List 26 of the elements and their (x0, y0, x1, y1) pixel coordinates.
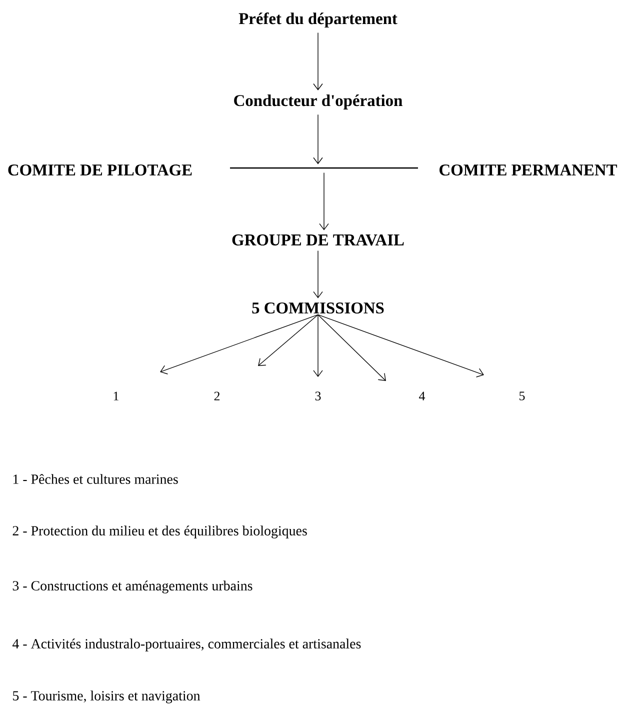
arrow (319, 172, 329, 230)
number-label: 1 (114, 392, 118, 400)
arrow (258, 314, 318, 366)
arrow (313, 250, 323, 298)
list-item: 5 - Tourisme, loisirs et navigation (13, 690, 200, 704)
organisation-label: GROUPE DE TRAVAIL (232, 234, 404, 246)
arrow (313, 114, 323, 164)
arrow (318, 314, 484, 378)
number-label: 4 (419, 392, 426, 400)
arrow (313, 32, 323, 90)
horizontal-line (230, 167, 418, 169)
organisation-label: COMITE DE PILOTAGE (8, 164, 192, 176)
list-item: 2 - Protection du milieu et des équilibres biologiques (12, 526, 307, 538)
organisation-label: 5 COMMISSIONS (252, 302, 384, 314)
arrow (313, 314, 323, 377)
number-label: 5 (520, 392, 525, 400)
list-item: 4 - Activités industralo-portuaires, commerciales et artisanales (12, 638, 361, 652)
list-item: 1 - Pêches et cultures marines (13, 474, 178, 484)
arrow (160, 314, 318, 374)
list-item: 3 - Constructions et aménagements urbains (12, 580, 252, 594)
arrow (318, 314, 386, 381)
number-label: 3 (315, 392, 321, 400)
organisation-label: Conducteur d'opération (234, 94, 402, 110)
number-label: 2 (214, 392, 220, 400)
organisation-label: Préfet du département (238, 12, 398, 28)
organisation-label: COMITE PERMANENT (440, 164, 618, 176)
